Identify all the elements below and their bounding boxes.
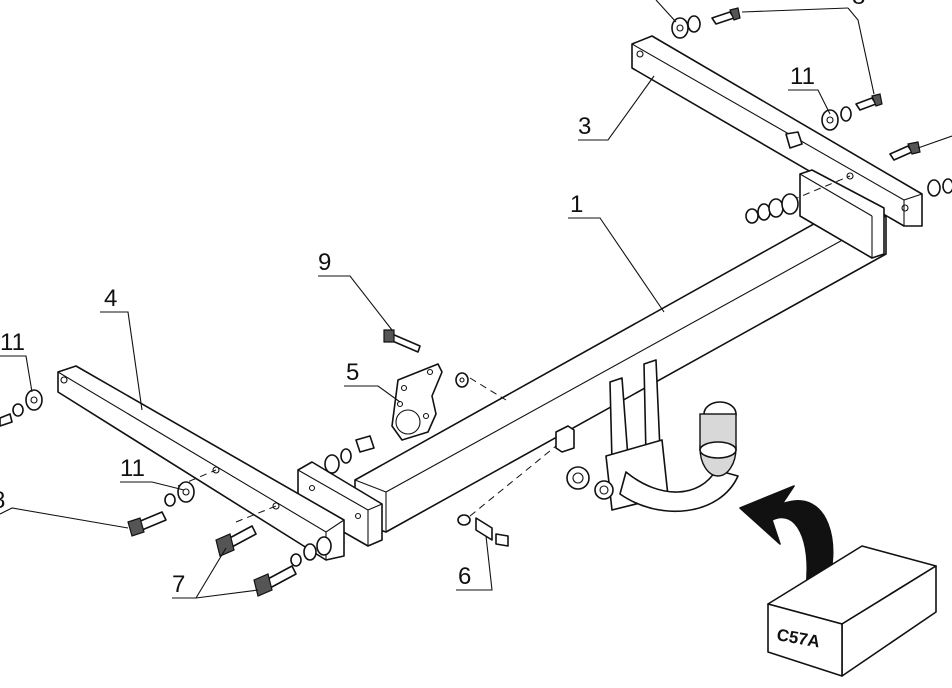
right-side-bracket <box>631 35 923 227</box>
ball-mount-tab <box>555 425 575 453</box>
callout-8-left: 8 <box>0 487 5 514</box>
left-side-bracket <box>57 365 345 561</box>
callout-7: 7 <box>172 571 185 598</box>
leader-lines <box>0 0 952 599</box>
kit-box: C57A <box>767 545 937 677</box>
socket-plate <box>391 363 443 441</box>
callout-3: 3 <box>578 113 591 140</box>
callout-9: 9 <box>318 249 331 276</box>
callout-11-top: 11 <box>790 63 815 90</box>
main-cross-beam <box>354 169 887 533</box>
callout-11-left: 11 <box>0 329 25 356</box>
callout-11-mid: 11 <box>120 455 145 482</box>
tow-ball-neck <box>566 359 739 513</box>
callout-5: 5 <box>346 359 359 386</box>
callout-numbers: 1 3 4 5 6 7 8 8 9 11 11 11 <box>0 0 865 598</box>
callout-6: 6 <box>458 563 471 590</box>
callout-1: 1 <box>570 191 583 218</box>
assembly-lines <box>177 175 851 523</box>
fasteners <box>0 7 952 597</box>
callout-4: 4 <box>104 285 117 312</box>
callout-8-top: 8 <box>852 0 865 10</box>
curved-arrow <box>739 485 834 589</box>
